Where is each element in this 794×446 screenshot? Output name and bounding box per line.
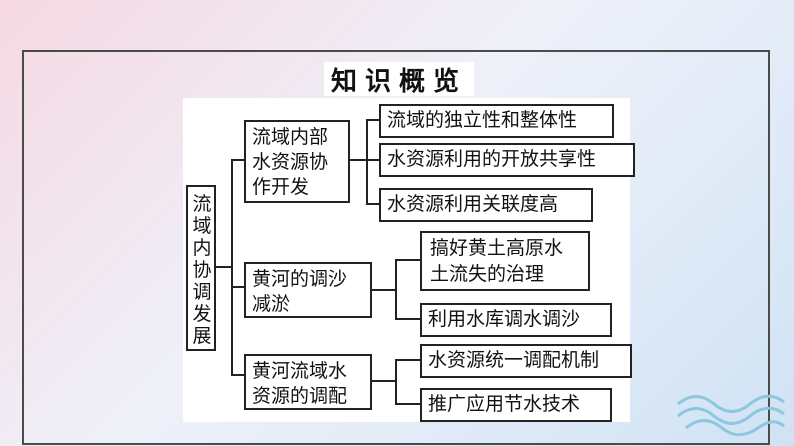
connector-line [366,203,380,205]
leaf-node: 利用水库调水调沙 [420,303,612,337]
connector-line [231,159,233,375]
root-label: 流域内协调发展 [192,193,212,347]
slide-title: 知识概览 [330,66,467,97]
leaf-label: 水资源统一调配机制 [428,349,600,371]
branch-label: 黄河的调沙减淤 [252,268,348,315]
connector-line [231,374,244,376]
connector-line [371,289,396,291]
connector-line [395,359,420,361]
connector-line [231,159,244,161]
leaf-node: 搞好黄土高原水土流失的治理 [420,231,590,291]
leaf-node: 水资源统一调配机制 [420,344,632,378]
connector-line [366,159,380,161]
leaf-node: 水资源利用关联度高 [379,188,593,222]
leaf-node: 水资源利用的开放共享性 [379,143,635,177]
connector-line [395,359,397,404]
leaf-label: 流域的独立性和整体性 [387,109,578,131]
branch-node-3: 黄河流域水资源的调配 [244,354,372,410]
connector-line [395,318,420,320]
leaf-label: 推广应用节水技术 [428,393,581,415]
leaf-label: 水资源利用的开放共享性 [387,148,597,170]
leaf-label: 水资源利用关联度高 [387,193,559,215]
branch-label: 黄河流域水资源的调配 [252,360,348,407]
leaf-label: 搞好黄土高原水土流失的治理 [430,237,564,285]
connector-line [349,159,367,161]
leaf-label: 利用水库调水调沙 [428,308,581,330]
connector-line [366,119,368,204]
connector-line [231,286,244,288]
connector-line [395,259,397,320]
leaf-node: 流域的独立性和整体性 [379,104,614,138]
connector-line [216,266,232,268]
connector-line [366,119,380,121]
branch-label: 流域内部水资源协作开发 [252,126,329,198]
root-node: 流域内协调发展 [186,185,216,351]
connector-line [395,259,420,261]
title-band: 知识概览 [324,62,474,97]
branch-node-1: 流域内部水资源协作开发 [244,120,350,203]
connector-line [395,403,420,405]
branch-node-2: 黄河的调沙减淤 [244,262,372,318]
leaf-node: 推广应用节水技术 [420,388,612,422]
connector-line [371,380,396,382]
waves-icon [677,394,785,436]
slide-frame [22,50,770,445]
